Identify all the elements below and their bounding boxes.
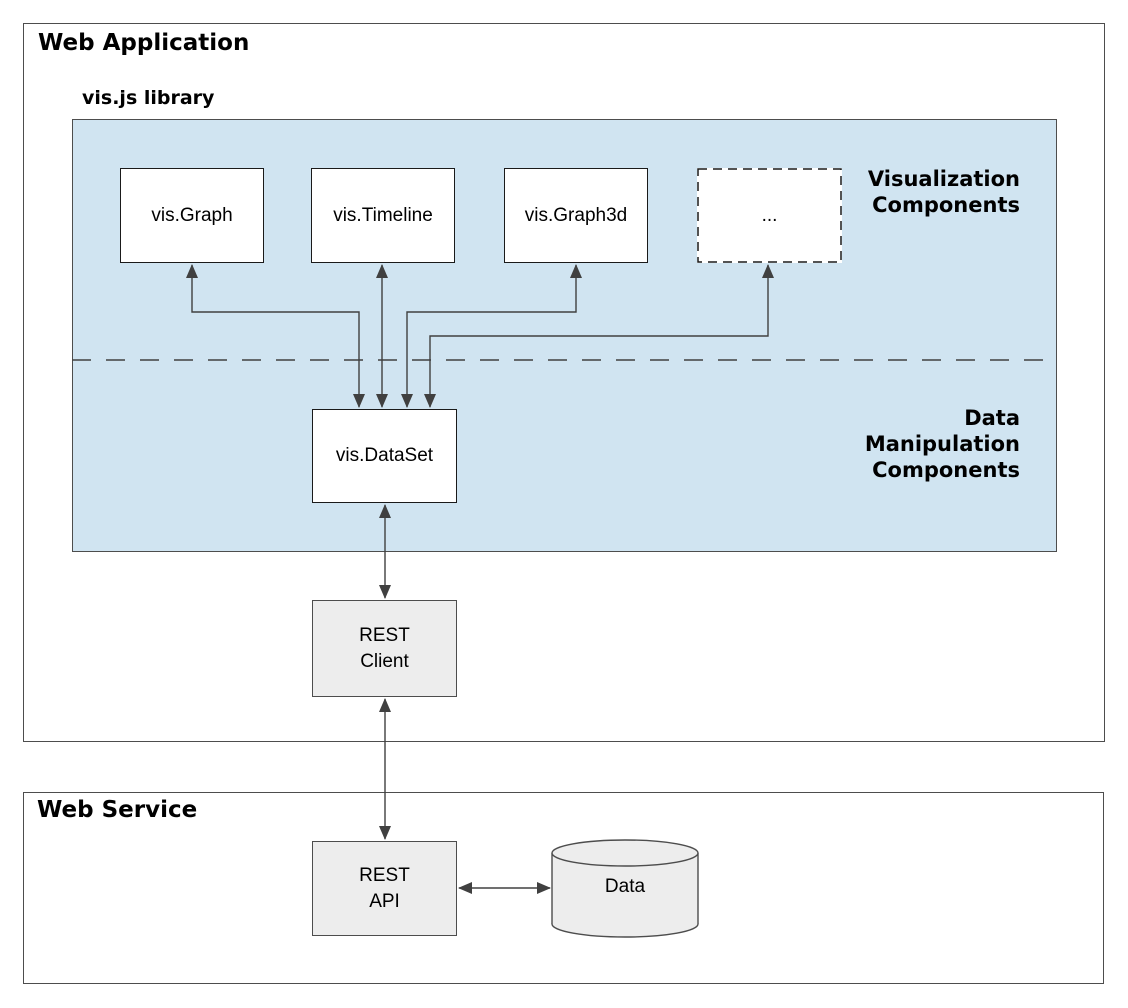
rest-api-box: REST API [312, 841, 457, 936]
component-box-vis-graph: vis.Graph [120, 168, 264, 263]
component-label: vis.Graph3d [524, 204, 628, 226]
rest-client-box: REST Client [312, 600, 457, 697]
rest-client-label: REST Client [359, 624, 410, 672]
visjs-library-title: vis.js library [82, 87, 215, 109]
component-label: vis.Timeline [333, 204, 433, 226]
component-label: ... [761, 204, 778, 226]
component-label: vis.Graph [151, 204, 233, 226]
component-box-vis-graph3d: vis.Graph3d [504, 168, 648, 263]
visualization-components-label: Visualization Components [867, 167, 1020, 217]
web-application-title: Web Application [38, 30, 250, 56]
component-box-vis-timeline: vis.Timeline [311, 168, 455, 263]
data-manipulation-components-label: Data Manipulation Components [864, 406, 1020, 482]
web-service-title: Web Service [37, 797, 198, 823]
vis-dataset-label: vis.DataSet [335, 445, 434, 466]
data-cylinder-label: Data [604, 876, 646, 897]
vis-dataset-box: vis.DataSet [312, 409, 457, 503]
rest-api-label: REST API [359, 864, 410, 912]
